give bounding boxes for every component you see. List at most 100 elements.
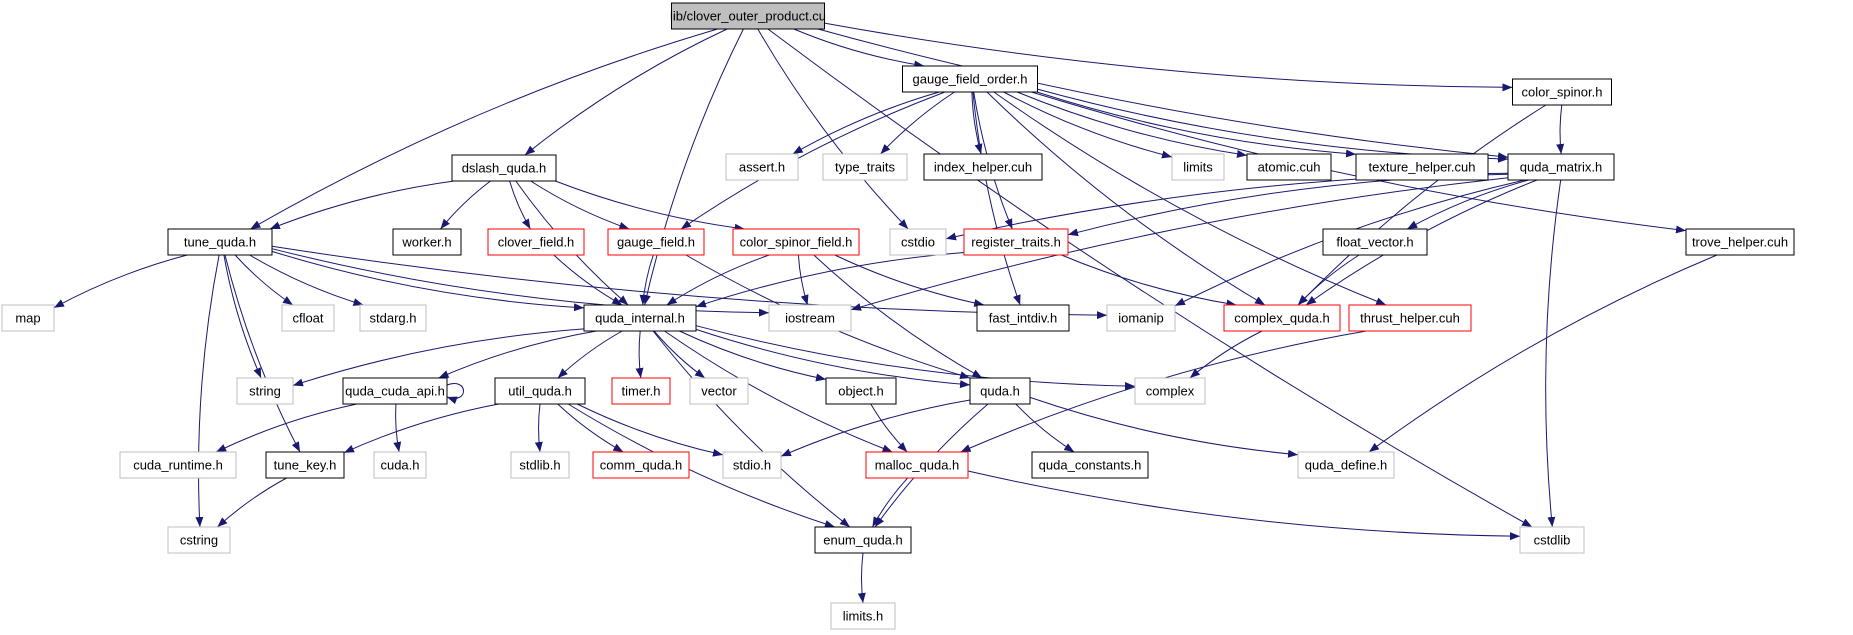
node-box [768, 304, 852, 332]
edge-root-to-cstdio [757, 28, 909, 230]
edge-complex_quda-to-complex [1189, 330, 1263, 379]
node-cstring[interactable]: cstring [167, 526, 231, 554]
node-limits-h[interactable]: limits.h [830, 602, 896, 630]
node-label: index_helper.cuh [934, 160, 1032, 175]
node-stdarg[interactable]: stdarg.h [359, 304, 427, 332]
node-label: texture_helper.cuh [1369, 160, 1476, 175]
edge-util_quda-to-comm_quda [557, 403, 624, 453]
node-quda-matrix[interactable]: quda_matrix.h [1507, 153, 1615, 181]
node-float-vector[interactable]: float_vector.h [1322, 228, 1428, 256]
edge-register_traits-to-quda_internal [695, 252, 965, 308]
node-map[interactable]: map [1, 304, 55, 332]
node-box [1171, 153, 1225, 181]
node-comm-quda[interactable]: comm_quda.h [592, 451, 690, 479]
node-iostream[interactable]: iostream [768, 304, 852, 332]
node-label: fast_intdiv.h [989, 311, 1057, 326]
node-register-traits[interactable]: register_traits.h [963, 228, 1069, 256]
node-box [392, 228, 462, 256]
node-clover-field[interactable]: clover_field.h [487, 228, 585, 256]
edge-quda-to-quda_constants [1015, 403, 1075, 453]
node-label: quda.h [980, 384, 1020, 399]
edge-tune_quda-to-stdarg [249, 254, 364, 306]
node-index-helper[interactable]: index_helper.cuh [923, 153, 1043, 181]
node-box [494, 377, 586, 405]
node-cfloat[interactable]: cfloat [281, 304, 335, 332]
node-atomic[interactable]: atomic.cuh [1246, 153, 1332, 181]
node-stdio[interactable]: stdio.h [722, 451, 782, 479]
node-box [902, 65, 1038, 93]
node-iomanip[interactable]: iomanip [1106, 304, 1176, 332]
node-cstdio[interactable]: cstdio [889, 228, 947, 256]
node-root[interactable]: lib/clover_outer_product.cu [670, 2, 826, 30]
node-box [725, 153, 799, 181]
node-stdlib[interactable]: stdlib.h [510, 451, 570, 479]
node-dslash[interactable]: dslash_quda.h [451, 154, 557, 182]
edge-quda-to-stdio [780, 399, 971, 457]
node-util-quda[interactable]: util_quda.h [494, 377, 586, 405]
node-quda-define[interactable]: quda_define.h [1297, 451, 1395, 479]
edge-quda_internal-to-timer [635, 330, 644, 379]
edge-gfo-to-thrust_helper [993, 91, 1387, 306]
node-tune-quda[interactable]: tune_quda.h [167, 228, 273, 256]
node-quda-internal[interactable]: quda_internal.h [583, 304, 697, 332]
edge-gfo-to-index_helper [971, 91, 983, 155]
node-tune-key[interactable]: tune_key.h [265, 451, 345, 479]
node-box [265, 451, 345, 479]
node-timer[interactable]: timer.h [611, 377, 671, 405]
node-fast-intdiv[interactable]: fast_intdiv.h [976, 304, 1070, 332]
node-worker[interactable]: worker.h [392, 228, 462, 256]
node-gfo[interactable]: gauge_field_order.h [902, 65, 1038, 93]
edge-quda_cuda_api-to-cuda_h [393, 403, 402, 453]
edge-root-to-dslash [524, 28, 728, 156]
node-complex-quda[interactable]: complex_quda.h [1223, 304, 1341, 332]
edge-root-to-quda_internal [642, 28, 744, 306]
node-complex[interactable]: complex [1134, 377, 1206, 405]
node-quda[interactable]: quda.h [969, 377, 1031, 405]
node-label: gauge_field_order.h [913, 72, 1028, 87]
edge-dslash-to-clover_field [509, 180, 531, 230]
node-box [1507, 153, 1615, 181]
node-color-spinor-field[interactable]: color_spinor_field.h [732, 228, 860, 256]
node-label: vector [701, 384, 737, 399]
node-cuda-h[interactable]: cuda.h [373, 451, 427, 479]
edge-tune_quda-to-tune_key [224, 254, 301, 453]
edge-quda_internal-to-quda_cuda_api [438, 330, 597, 379]
node-vector[interactable]: vector [689, 377, 749, 405]
edge-tune_quda-to-cfloat [234, 254, 294, 306]
node-enum-quda[interactable]: enum_quda.h [814, 526, 912, 554]
node-object[interactable]: object.h [825, 377, 897, 405]
node-box [1031, 451, 1149, 479]
node-box [611, 377, 671, 405]
node-limits[interactable]: limits [1171, 153, 1225, 181]
node-box [167, 228, 273, 256]
node-label: iostream [785, 311, 835, 326]
node-label: quda_constants.h [1039, 458, 1142, 473]
node-box [963, 228, 1069, 256]
edge-quda_internal-to-util_quda [557, 330, 623, 379]
node-assert[interactable]: assert.h [725, 153, 799, 181]
node-type-traits[interactable]: type_traits [822, 153, 908, 181]
node-box [451, 154, 557, 182]
node-box [359, 304, 427, 332]
node-quda-constants[interactable]: quda_constants.h [1031, 451, 1149, 479]
node-cuda-runtime[interactable]: cuda_runtime.h [119, 451, 237, 479]
node-cstdlib[interactable]: cstdlib [1519, 526, 1585, 554]
node-texture-helper[interactable]: texture_helper.cuh [1355, 153, 1489, 181]
node-label: object.h [838, 384, 884, 399]
edge-color_spinor_field-to-iostream [797, 254, 809, 306]
edge-quda_internal-to-vector [653, 330, 706, 379]
node-color-spinor[interactable]: color_spinor.h [1512, 78, 1612, 106]
edge-tune_quda-to-cstring [195, 254, 220, 528]
node-label: tune_key.h [274, 458, 337, 473]
node-trove-helper[interactable]: trove_helper.cuh [1685, 228, 1795, 256]
node-malloc-quda[interactable]: malloc_quda.h [865, 451, 969, 479]
node-gauge-field[interactable]: gauge_field.h [607, 228, 705, 256]
node-string[interactable]: string [236, 377, 294, 405]
edge-gfo-to-complex_quda [986, 91, 1266, 306]
edge-gfo-to-type_traits [880, 91, 955, 155]
node-label: gauge_field.h [617, 235, 695, 250]
node-box [1512, 78, 1612, 106]
node-thrust-helper[interactable]: thrust_helper.cuh [1348, 304, 1472, 332]
node-quda-cuda-api[interactable]: quda_cuda_api.h [342, 377, 448, 405]
edge-quda_internal-to-quda [695, 328, 971, 389]
